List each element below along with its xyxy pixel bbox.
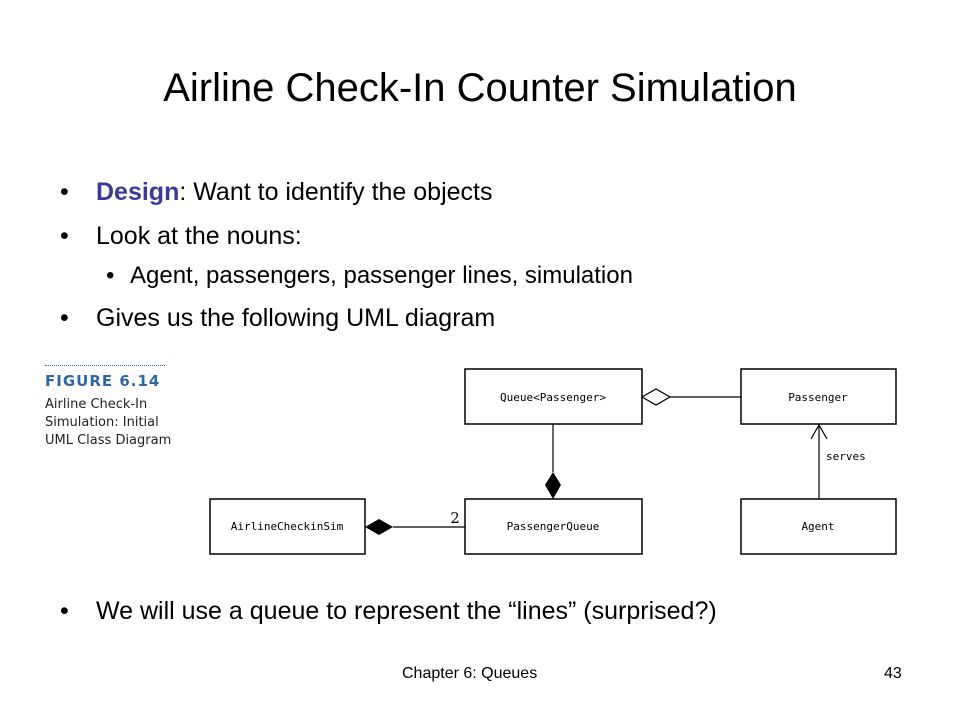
bullet-text: : Want to identify the objects xyxy=(179,178,493,206)
bullet-glyph: • xyxy=(106,262,115,289)
figure-heading: FIGURE 6.14 xyxy=(45,372,161,390)
class-pqueue-label: PassengerQueue xyxy=(507,520,600,533)
class-sim-label: AirlineCheckinSim xyxy=(231,520,344,533)
slide-title: Airline Check-In Counter Simulation xyxy=(163,66,797,110)
bullet-glyph: • xyxy=(60,304,69,332)
class-queue: Queue<Passenger> xyxy=(464,368,643,425)
sub-bullet-nouns-list: • Agent, passengers, passenger lines, sim… xyxy=(106,260,633,292)
hollow-diamond-icon xyxy=(640,388,672,406)
class-airline-checkin-sim: AirlineCheckinSim xyxy=(209,498,366,555)
aggregation-queue-passenger xyxy=(640,388,741,406)
bullet-queue: • We will use a queue to represent the “l… xyxy=(60,595,717,627)
open-arrow-icon xyxy=(810,423,828,440)
class-agent-label: Agent xyxy=(801,520,834,533)
class-passenger-label: Passenger xyxy=(788,391,848,404)
multiplicity-label: 2 xyxy=(450,509,460,527)
composition-pqueue-queue xyxy=(545,424,561,499)
design-emphasis: Design xyxy=(96,178,180,206)
class-agent: Agent xyxy=(740,498,897,555)
figure-rule xyxy=(45,365,165,366)
filled-diamond-icon xyxy=(545,472,561,499)
footer-page-number: 43 xyxy=(884,665,902,682)
caption-line: Simulation: Initial xyxy=(45,415,159,430)
class-passenger: Passenger xyxy=(740,368,897,425)
bullet-design: • Design: Want to identify the objects xyxy=(60,176,492,208)
class-passenger-queue: PassengerQueue xyxy=(464,498,643,555)
bullet-uml: • Gives us the following UML diagram xyxy=(60,302,495,334)
bullet-text: We will use a queue to represent the “li… xyxy=(96,597,717,625)
footer-chapter: Chapter 6: Queues xyxy=(402,665,538,682)
caption-line: UML Class Diagram xyxy=(45,433,172,448)
figure-caption: Airline Check-In Simulation: Initial UML… xyxy=(45,396,195,450)
caption-line: Airline Check-In xyxy=(45,397,148,412)
bullet-glyph: • xyxy=(60,178,69,206)
serves-label: serves xyxy=(826,450,866,463)
bullet-nouns: • Look at the nouns: xyxy=(60,220,302,252)
filled-diamond-icon xyxy=(365,519,393,535)
bullet-glyph: • xyxy=(60,597,69,625)
composition-sim-pqueue: 2 xyxy=(365,509,465,535)
association-agent-serves-passenger: serves xyxy=(810,423,866,499)
bullet-text: Gives us the following UML diagram xyxy=(96,304,496,332)
bullet-text: Agent, passengers, passenger lines, simu… xyxy=(130,262,633,289)
bullet-text: Look at the nouns: xyxy=(96,222,302,250)
bullet-glyph: • xyxy=(60,222,69,250)
class-queue-label: Queue<Passenger> xyxy=(500,391,606,404)
